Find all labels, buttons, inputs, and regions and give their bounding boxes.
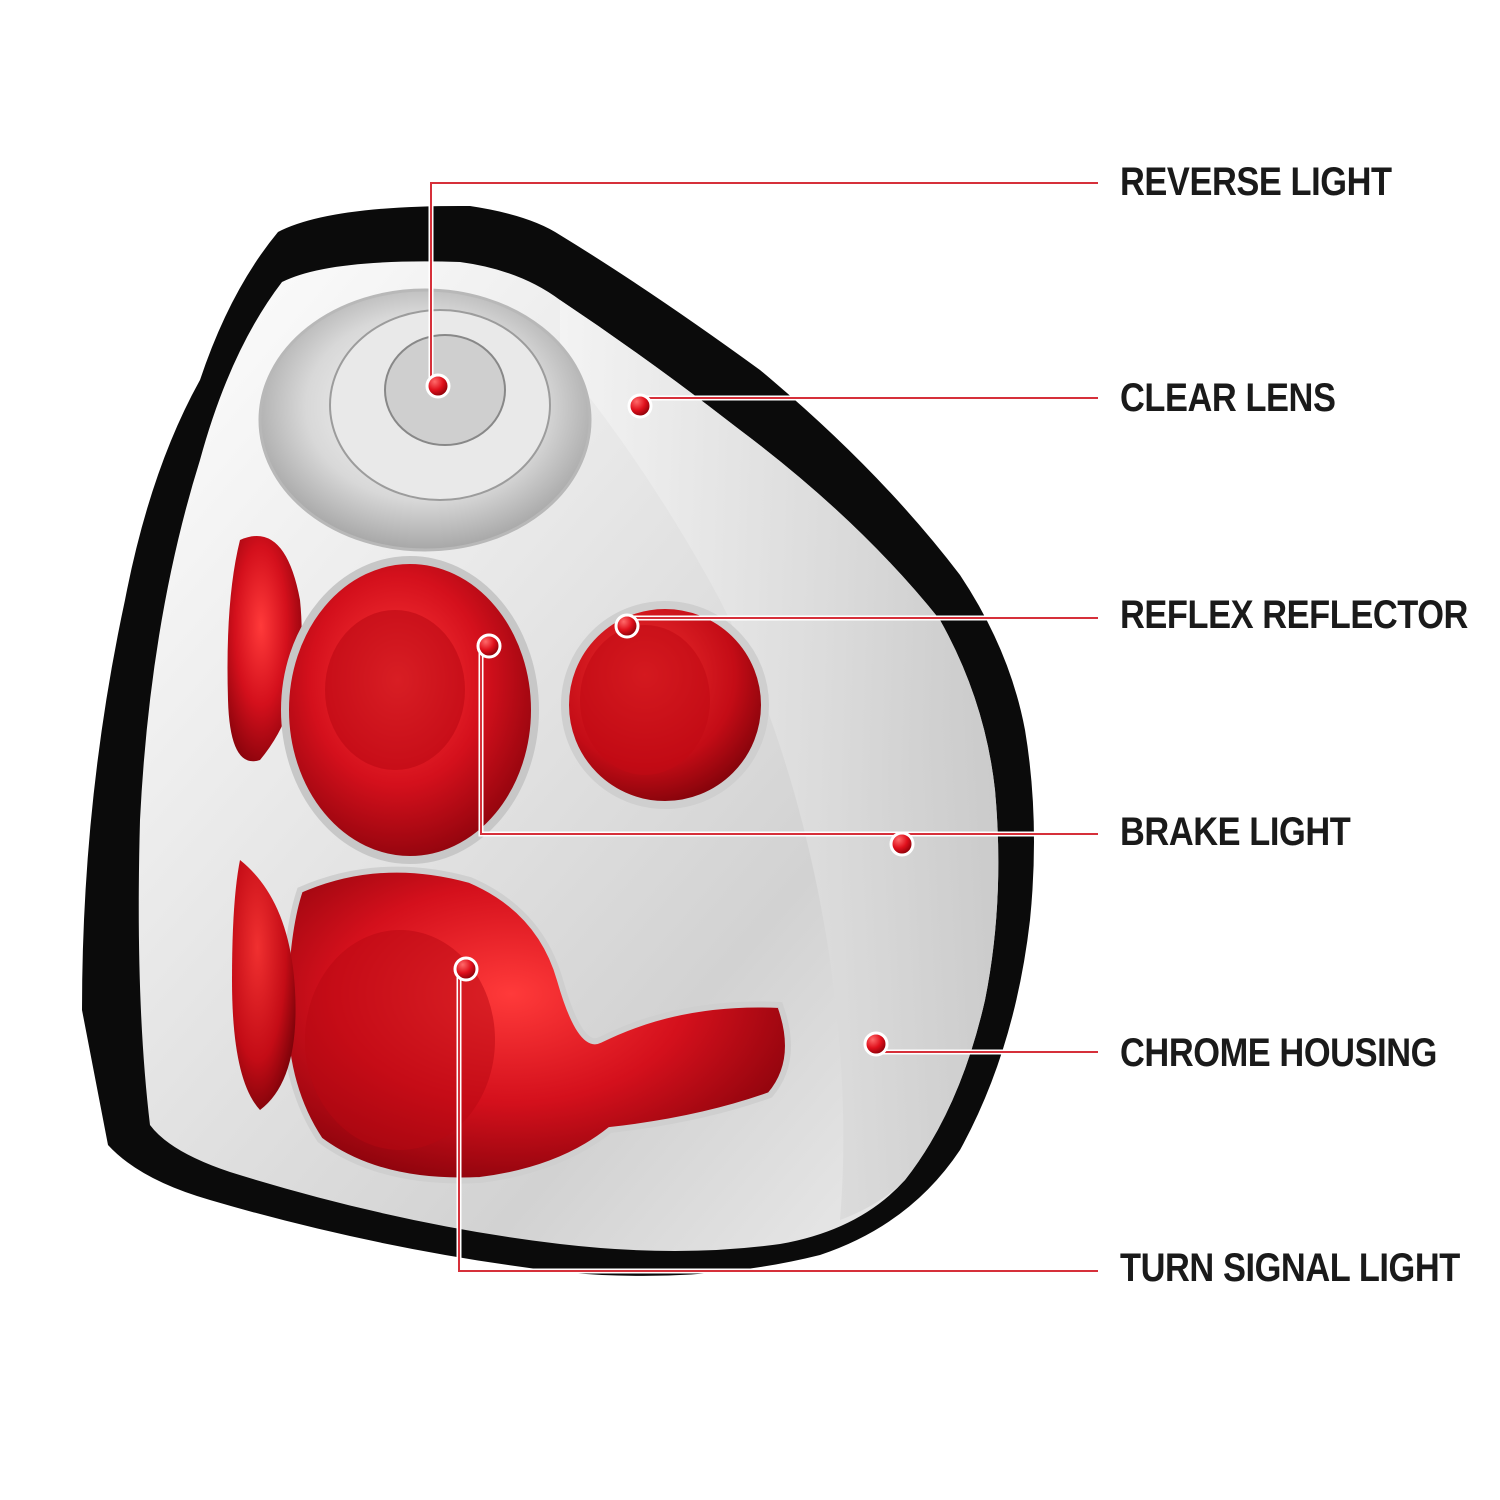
marker-dot-clear-lens (627, 393, 653, 419)
marker-dot-brake-light-2 (889, 831, 915, 857)
marker-dot-reflex-reflector (614, 613, 640, 639)
label-chrome-housing: CHROME HOUSING (1120, 1031, 1437, 1075)
marker-dot-turn-signal-light (453, 956, 479, 982)
label-clear-lens: CLEAR LENS (1120, 376, 1336, 420)
marker-dot-reverse-light (425, 373, 451, 399)
marker-dot-chrome-housing (863, 1031, 889, 1057)
marker-dots (425, 373, 915, 1057)
chrome-right-panel (560, 300, 999, 1220)
marker-dot-brake-light (476, 633, 502, 659)
label-brake-light: BRAKE LIGHT (1120, 810, 1351, 854)
label-reverse-light: REVERSE LIGHT (1120, 160, 1392, 204)
label-reflex-reflector: REFLEX REFLECTOR (1120, 593, 1468, 637)
label-turn-signal-light: TURN SIGNAL LIGHT (1120, 1246, 1460, 1290)
